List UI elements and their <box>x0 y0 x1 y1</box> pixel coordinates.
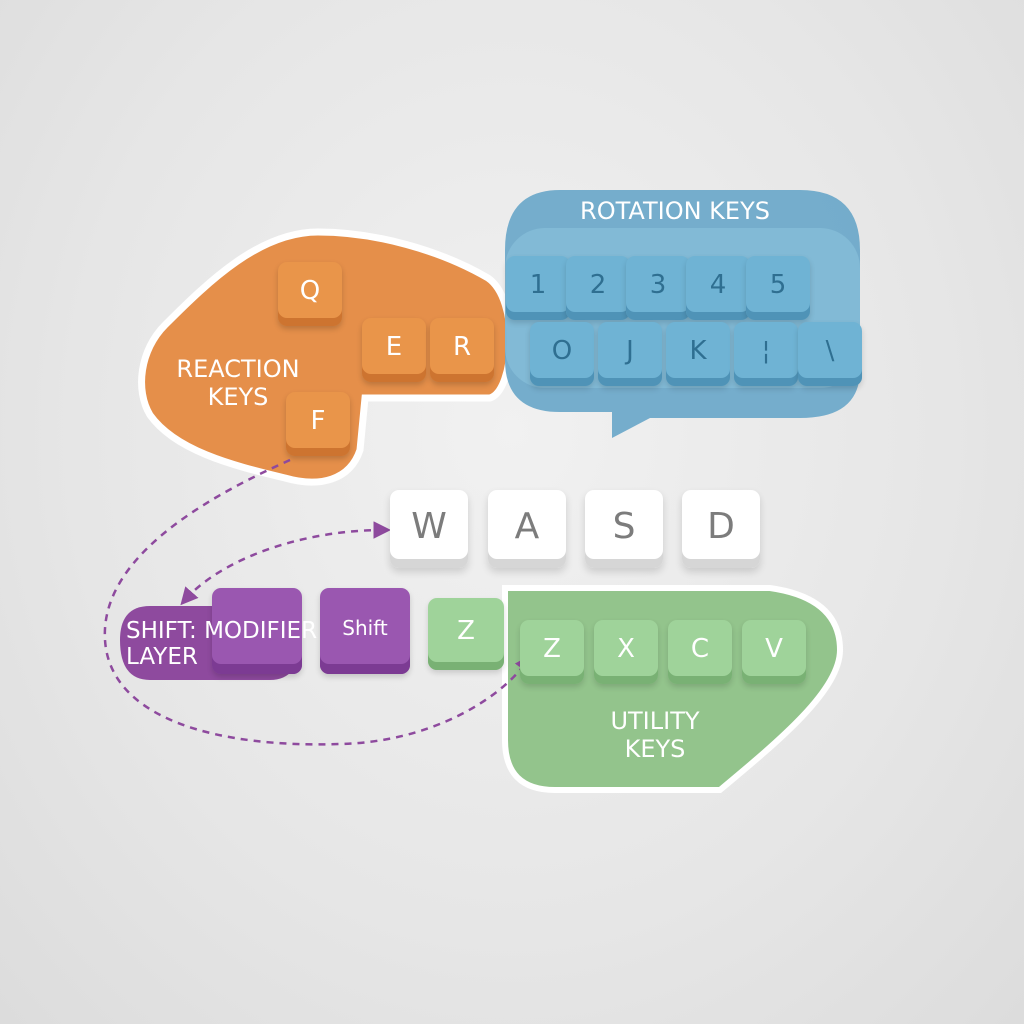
key-v[interactable]: V <box>742 620 806 684</box>
modifier-key-blank[interactable] <box>212 588 302 674</box>
key-f[interactable]: F <box>286 392 350 456</box>
arrow-movement-modifier <box>180 521 391 606</box>
key-w[interactable]: W <box>390 490 468 568</box>
key-r[interactable]: R <box>430 318 494 382</box>
rotation-label: ROTATION KEYS <box>580 197 770 225</box>
key-x[interactable]: X <box>594 620 658 684</box>
key-c[interactable]: C <box>668 620 732 684</box>
key-o[interactable]: O <box>530 322 594 386</box>
key-k[interactable]: K <box>666 322 730 386</box>
arrow-reaction-to-utility <box>103 458 533 746</box>
key-broken-bar[interactable]: ¦ <box>734 322 798 386</box>
key-a[interactable]: A <box>488 490 566 568</box>
key-j[interactable]: J <box>598 322 662 386</box>
reaction-blob <box>138 228 514 486</box>
key-backslash[interactable]: \ <box>798 322 862 386</box>
shift-key[interactable]: Shift <box>320 588 410 674</box>
key-1[interactable]: 1 <box>506 256 570 320</box>
key-3[interactable]: 3 <box>626 256 690 320</box>
key-2[interactable]: 2 <box>566 256 630 320</box>
utility-label: UTILITY KEYS <box>610 707 700 763</box>
key-5[interactable]: 5 <box>746 256 810 320</box>
key-s[interactable]: S <box>585 490 663 568</box>
key-d[interactable]: D <box>682 490 760 568</box>
reaction-label: REACTION KEYS <box>176 355 300 411</box>
key-q[interactable]: Q <box>278 262 342 326</box>
key-z[interactable]: Z <box>520 620 584 684</box>
modifier-label: SHIFT: MODIFIER LAYER <box>126 618 318 671</box>
key-4[interactable]: 4 <box>686 256 750 320</box>
key-z-lone[interactable]: Z <box>428 598 504 670</box>
key-e[interactable]: E <box>362 318 426 382</box>
